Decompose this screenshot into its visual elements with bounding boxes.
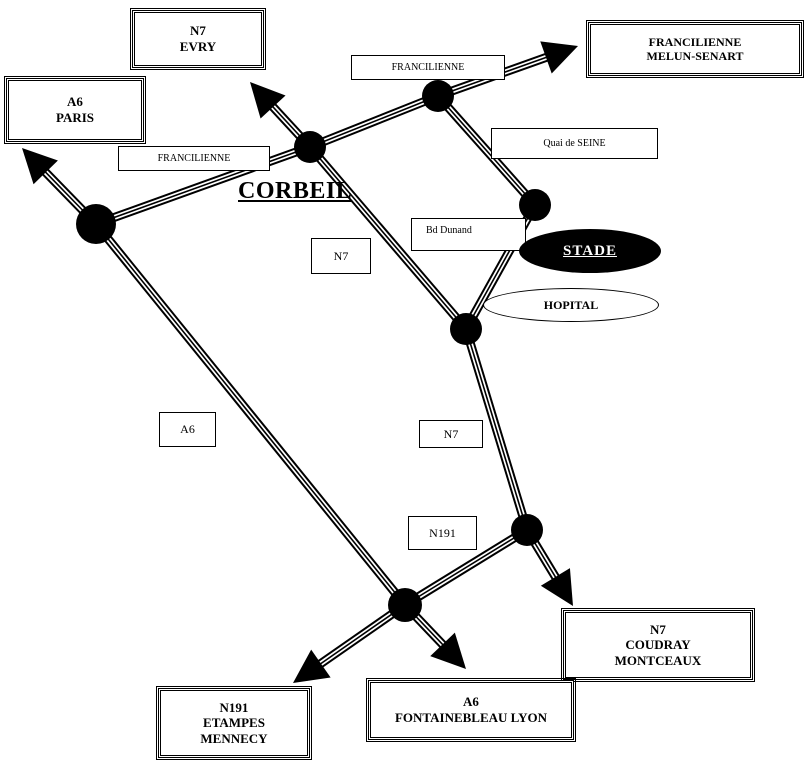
destination-road: A6 xyxy=(463,694,479,710)
roads-layer xyxy=(39,51,562,670)
road-francilienne-west xyxy=(94,142,312,229)
junctions-layer xyxy=(76,80,551,622)
destination-n191-etampes: N191 ETAMPES MENNECY xyxy=(156,686,312,760)
stade-label: STADE xyxy=(563,242,617,259)
destination-road: N191 xyxy=(219,699,249,715)
destination-road: N7 xyxy=(190,23,206,39)
road-label-n7-lower: N7 xyxy=(419,420,483,448)
road-label-francilienne-left: FRANCILIENNE xyxy=(118,146,270,171)
arrow-n7-coudray-icon xyxy=(540,568,573,606)
junction-n7a-icon xyxy=(450,313,482,345)
junction-qs-icon xyxy=(519,189,551,221)
road-n7-south xyxy=(461,327,532,532)
road-label-n7-upper: N7 xyxy=(311,238,371,274)
arrow-francilienne-melun-icon xyxy=(540,41,578,74)
destination-road: FRANCILIENNE xyxy=(648,34,742,49)
destination-city: MELUN-SENART xyxy=(646,49,744,63)
road-label-text: N191 xyxy=(429,525,456,540)
junction-a6n-icon xyxy=(76,204,116,244)
arrow-a6-fontainebleau-icon xyxy=(430,632,466,669)
destination-city: MENNECY xyxy=(200,730,268,746)
destination-road: N7 xyxy=(650,621,666,637)
destination-a6-paris: A6 PARIS xyxy=(4,76,146,144)
hopital-label: HOPITAL xyxy=(543,297,599,312)
destination-a6-fontainebleau: A6 FONTAINEBLEAU LYON xyxy=(366,678,576,742)
road-label-text: N7 xyxy=(333,248,349,263)
road-label-text: FRANCILIENNE xyxy=(157,152,231,164)
destination-city: EVRY xyxy=(179,39,217,54)
road-quai-de-seine xyxy=(434,93,539,208)
road-francilienne-mid xyxy=(308,91,440,152)
arrow-a6-paris-icon xyxy=(22,148,58,185)
road-label-text: Quai de SEINE xyxy=(543,137,606,149)
hopital-marker: HOPITAL xyxy=(483,288,659,322)
road-a6 xyxy=(92,221,409,608)
junction-a6s-icon xyxy=(388,588,422,622)
road-label-text: N7 xyxy=(443,426,459,441)
road-n7-corbeil xyxy=(306,144,470,332)
road-n191-east xyxy=(402,526,530,609)
destination-road: A6 xyxy=(67,94,83,110)
destination-city: MONTCEAUX xyxy=(614,652,702,668)
road-label-francilienne-top: FRANCILIENNE xyxy=(351,55,505,80)
road-label-n191: N191 xyxy=(408,516,477,550)
junction-fr2-icon xyxy=(422,80,454,112)
road-label-text: FRANCILIENNE xyxy=(391,61,465,73)
city-name: CORBEIL xyxy=(238,178,353,204)
road-label-text: A6 xyxy=(180,422,195,437)
arrow-n7-evry-icon xyxy=(250,82,286,119)
road-label-text: Bd Dunand xyxy=(426,225,472,236)
road-n191-west xyxy=(315,601,408,670)
destination-city: COUDRAY xyxy=(625,637,691,653)
destination-francilienne-melun: FRANCILIENNE MELUN-SENART xyxy=(586,20,804,78)
destination-city: PARIS xyxy=(55,110,95,125)
destination-n7-coudray: N7 COUDRAY MONTCEAUX xyxy=(561,608,755,682)
road-label-a6: A6 xyxy=(159,412,216,447)
arrow-n191-etampes-icon xyxy=(293,649,331,683)
destination-city: ETAMPES xyxy=(203,715,265,731)
road-label-quai-de-seine: Quai de SEINE xyxy=(491,128,658,159)
stade-marker: STADE xyxy=(519,229,661,273)
road-label-bd-dunand: Bd Dunand xyxy=(411,218,526,251)
destination-city: FONTAINEBLEAU LYON xyxy=(394,710,548,725)
destination-n7-evry: N7 EVRY xyxy=(130,8,266,70)
junction-n191-icon xyxy=(511,514,543,546)
junction-fr1-icon xyxy=(294,131,326,163)
arrowheads-layer xyxy=(22,41,578,683)
